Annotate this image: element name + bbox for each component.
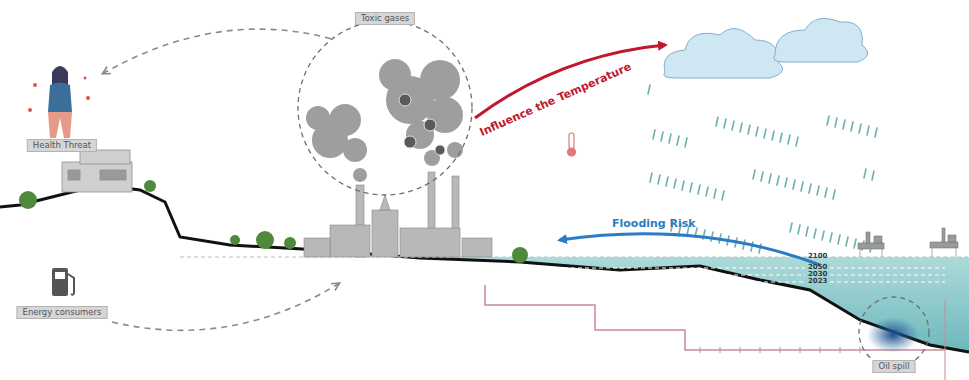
dashed-circle (853, 296, 935, 368)
year-label: 2100 (808, 252, 827, 260)
year-label: 2030 (808, 270, 827, 278)
smoke (306, 59, 463, 182)
ground-line (0, 185, 969, 352)
label-tag: Oil spill (872, 360, 915, 373)
label-tag-node: Energy consumers (20, 258, 104, 320)
factory (304, 172, 492, 257)
callout-circle: Oil spill (853, 296, 935, 368)
fuel-pump-icon (52, 268, 74, 296)
dashed-circle (297, 20, 473, 196)
pipeline-end (945, 300, 946, 380)
temperature-arrow (475, 45, 665, 118)
person-figure (28, 66, 90, 138)
label-tag: Health Threat (27, 139, 97, 152)
label-tag: Toxic gases (355, 12, 415, 25)
year-label: 2023 (808, 277, 827, 285)
label-tag-node: Health Threat (20, 55, 104, 153)
gas-bubbles (399, 94, 445, 155)
flooding-arrow (560, 234, 820, 265)
trees (19, 180, 528, 263)
energy-flow-arc (112, 284, 338, 330)
sea-level-lines (180, 257, 969, 282)
dashed-connector (104, 29, 331, 73)
oil-platforms (858, 228, 958, 257)
thermometer-icon (568, 133, 576, 156)
pipeline-ticks (700, 347, 860, 353)
callout-circle: Toxic gases (297, 20, 473, 196)
label-tag: Energy consumers (17, 306, 108, 319)
house (62, 150, 132, 192)
arrow-label: Flooding Risk (612, 218, 696, 230)
land (0, 185, 969, 380)
arrow-label: Influence the Temperature (478, 61, 633, 139)
oil-spill-blob (867, 317, 919, 353)
level-2100 (180, 257, 969, 258)
clouds (664, 18, 868, 78)
year-label: 2050 (808, 263, 827, 271)
